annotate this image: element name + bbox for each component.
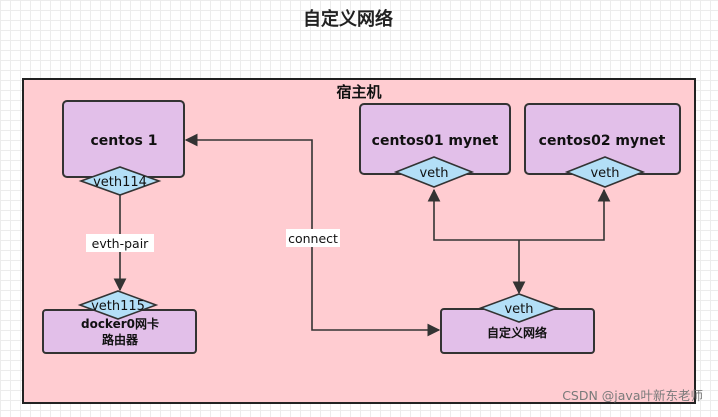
node-custom-network-label: 自定义网络 <box>487 325 547 340</box>
node-centos-1-label: centos 1 <box>90 133 157 149</box>
svg-text:veth: veth <box>419 166 448 181</box>
veth115-port: veth115 <box>77 290 159 320</box>
node-docker0[interactable]: docker0网卡 路由器 <box>42 309 197 354</box>
node-docker0-label: docker0网卡 <box>81 316 159 331</box>
svg-text:connect: connect <box>288 231 338 246</box>
svg-text:evth-pair: evth-pair <box>92 236 149 251</box>
svg-text:veth114: veth114 <box>93 175 147 190</box>
node-centos-1[interactable]: centos 1 <box>62 100 185 178</box>
node-centos02-mynet[interactable]: centos02 mynet <box>524 103 681 175</box>
svg-text:veth: veth <box>504 302 533 317</box>
custom-network-veth-port: veth <box>478 293 560 323</box>
veth114-port: veth114 <box>78 166 162 196</box>
edge-label-evth-pair: evth-pair <box>86 234 154 252</box>
centos01-veth-port: veth <box>393 156 475 188</box>
node-centos01-label: centos01 mynet <box>372 133 499 149</box>
node-centos02-label: centos02 mynet <box>539 133 666 149</box>
centos02-veth-port: veth <box>564 156 646 188</box>
svg-text:veth: veth <box>590 166 619 181</box>
diagram-title: 自定义网络 <box>303 8 393 30</box>
host-label: 宿主机 <box>336 83 381 101</box>
svg-text:veth115: veth115 <box>91 299 145 314</box>
node-custom-network[interactable]: 自定义网络 <box>440 308 595 354</box>
edge-label-connect: connect <box>286 229 340 247</box>
node-docker0-sublabel: 路由器 <box>102 332 139 347</box>
watermark: CSDN @java叶新东老师 <box>562 388 703 403</box>
